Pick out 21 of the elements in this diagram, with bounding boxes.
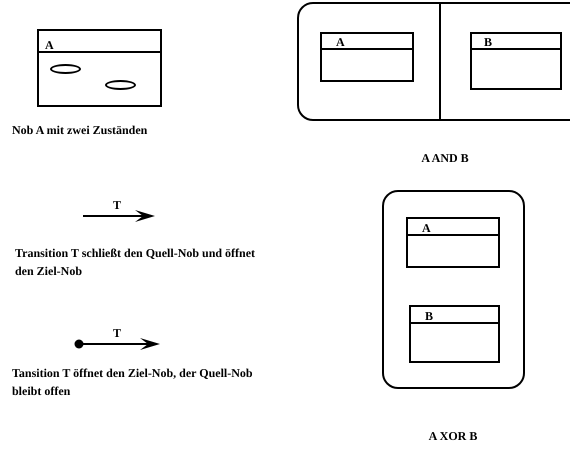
state-ellipse — [105, 80, 136, 90]
nob-name: B — [425, 310, 434, 322]
state-ellipse — [50, 64, 81, 74]
nob-caption: Nob A mit zwei Zuständen — [12, 122, 148, 139]
nob-box — [470, 32, 562, 90]
transition-caption: Tansition T öffnet den Ziel-Nob, der Quell-Nob bleibt offen — [12, 365, 254, 400]
nob-name: A — [45, 39, 54, 51]
nob-box — [409, 305, 500, 363]
nob-caption: A XOR B — [428, 428, 478, 445]
nob-caption: A AND B — [420, 150, 470, 167]
transition-caption: Transition T schließt den Quell-Nob und öffnet den Ziel-Nob — [15, 245, 256, 280]
nob-box — [37, 29, 162, 107]
nob-box — [406, 217, 500, 268]
composite-container — [297, 2, 570, 121]
nob-box — [320, 32, 414, 82]
composite-container — [382, 190, 525, 389]
nob-name: B — [484, 36, 492, 48]
nob-name: A — [422, 222, 431, 234]
transition-label: T — [113, 325, 122, 342]
transition-label: T — [113, 197, 122, 214]
nob-name: A — [336, 36, 345, 48]
